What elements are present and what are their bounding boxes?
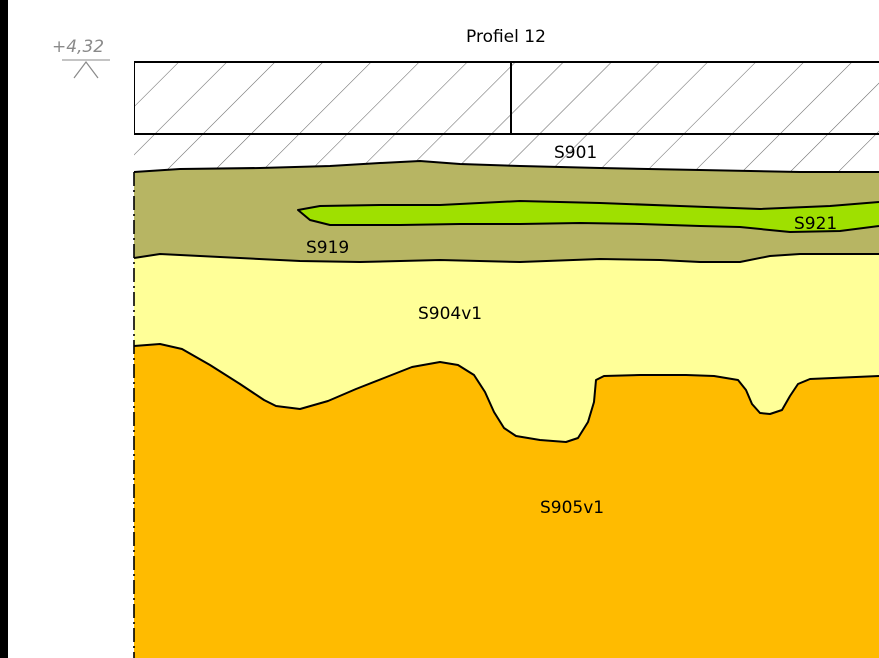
- profile-title: Profiel 12: [466, 27, 546, 47]
- label-S901: S901: [554, 143, 597, 163]
- left-frame-border: [0, 0, 8, 658]
- label-S904v1: S904v1: [418, 304, 482, 324]
- layer-S901: [134, 134, 879, 172]
- S919-bottom-boundary: [134, 253, 879, 263]
- layer-S905v1: [134, 344, 879, 658]
- S904v1-bottom-boundary: [134, 343, 879, 443]
- layer-S904v1: [134, 254, 879, 442]
- label-S919: S919: [306, 238, 349, 258]
- label-S905v1: S905v1: [540, 498, 604, 518]
- S901-bottom-boundary: [134, 160, 879, 173]
- layer-modern-fill: [134, 62, 879, 134]
- elevation-marker-label: +4,32: [52, 37, 104, 57]
- top-fill-outline: [134, 61, 879, 135]
- elevation-marker: +4,32: [52, 37, 110, 79]
- S921-outline: [297, 200, 879, 233]
- label-S921: S921: [794, 214, 837, 234]
